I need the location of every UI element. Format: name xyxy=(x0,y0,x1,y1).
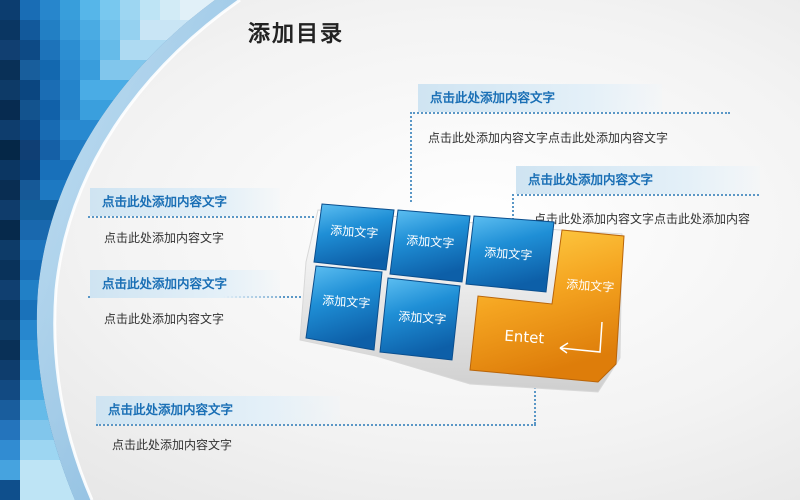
key-enter-top-label: 添加文字 xyxy=(566,276,615,294)
desc-left-1: 点击此处添加内容文字 xyxy=(104,231,225,245)
key-5[interactable] xyxy=(379,277,461,361)
key-2[interactable] xyxy=(389,209,471,283)
label-mid-right[interactable]: 点击此处添加内容文字 xyxy=(516,166,760,194)
key-3-label: 添加文字 xyxy=(484,244,533,262)
page-title: 添加目录 xyxy=(248,22,345,47)
desc-mid-right: 点击此处添加内容文字点击此处添加内容 xyxy=(534,212,751,226)
label-left-2[interactable]: 点击此处添加内容文字 xyxy=(90,270,280,298)
key-4[interactable] xyxy=(305,265,383,351)
key-1[interactable] xyxy=(313,203,395,271)
desc-bottom: 点击此处添加内容文字 xyxy=(112,438,233,452)
key-2-label: 添加文字 xyxy=(406,232,455,250)
connector-bottom xyxy=(96,424,536,426)
connector-left-1 xyxy=(88,216,318,218)
key-3[interactable] xyxy=(465,215,555,293)
label-left-1[interactable]: 点击此处添加内容文字 xyxy=(90,188,280,216)
label-bottom[interactable]: 点击此处添加内容文字 xyxy=(96,396,340,424)
key-enter-label: Entet xyxy=(504,327,545,348)
connector-bottom-vertical xyxy=(534,380,536,424)
key-enter[interactable] xyxy=(469,229,625,383)
connector-mid-right xyxy=(512,194,759,228)
desc-top-right: 点击此处添加内容文字点击此处添加内容文字 xyxy=(428,131,669,145)
desc-left-2: 点击此处添加内容文字 xyxy=(104,312,225,326)
key-4-label: 添加文字 xyxy=(322,292,371,310)
key-1-label: 添加文字 xyxy=(330,222,379,240)
label-top-right[interactable]: 点击此处添加内容文字 xyxy=(418,84,662,112)
key-5-label: 添加文字 xyxy=(398,308,447,326)
connector-top xyxy=(410,112,730,202)
